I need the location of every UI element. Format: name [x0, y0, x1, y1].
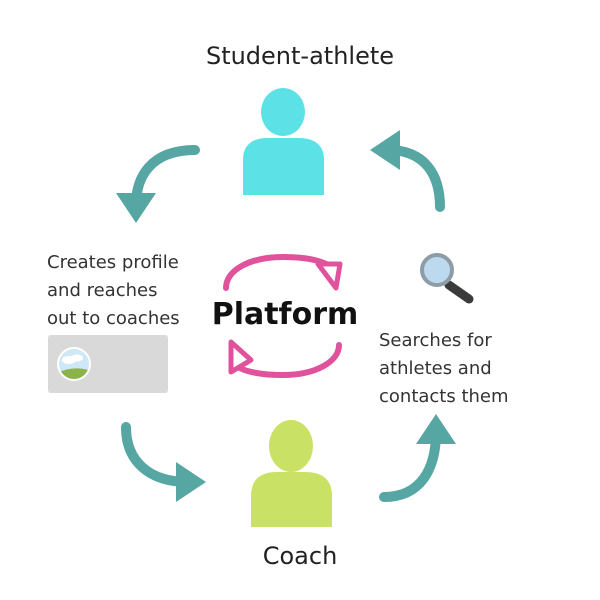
profile-card [48, 335, 168, 393]
student-athlete-person-icon [243, 88, 324, 195]
magnifying-glass-icon [420, 253, 474, 304]
refresh-cycle-icon [223, 253, 343, 379]
left-step-line: out to coaches [47, 308, 180, 329]
right-step-line: contacts them [379, 386, 509, 407]
right-step-line: athletes and [379, 358, 492, 379]
arrow-bottom-left [121, 422, 206, 502]
coach-label: Coach [262, 542, 338, 570]
right-step-description: Searches for athletes and contacts them [379, 327, 579, 411]
right-step-line: Searches for [379, 330, 492, 351]
left-step-line: and reaches [47, 280, 158, 301]
arrow-top-left [116, 145, 200, 223]
arrow-bottom-right [379, 414, 456, 502]
left-step-line: Creates profile [47, 252, 179, 273]
coach-person-icon [251, 420, 332, 527]
platform-label: Platform [211, 297, 359, 332]
arrow-top-right [370, 130, 445, 212]
profile-image-placeholder-icon [57, 347, 91, 381]
left-step-description: Creates profile and reaches out to coach… [47, 249, 227, 333]
student-athlete-label: Student-athlete [205, 42, 395, 70]
